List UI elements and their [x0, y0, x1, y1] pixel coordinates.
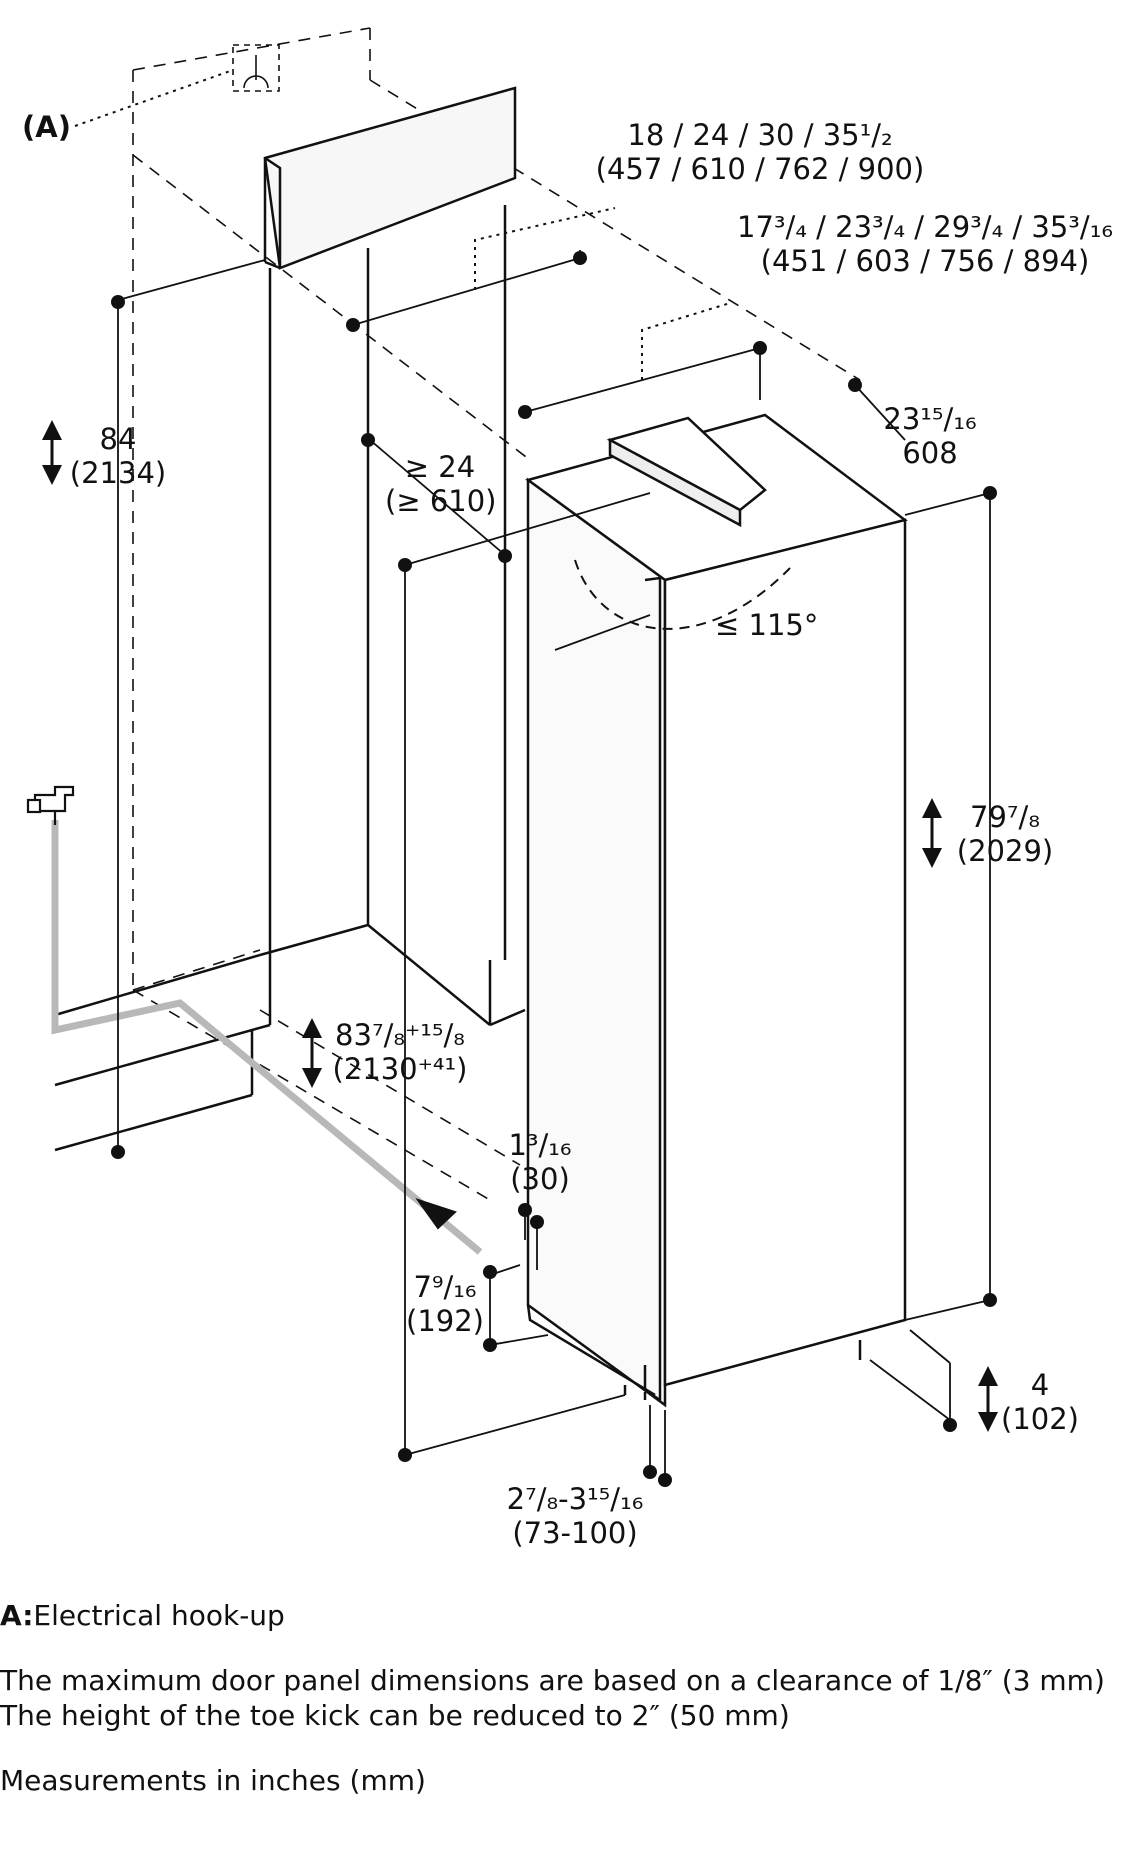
base-offset-inches: 2⁷/₈-3¹⁵/₁₆	[506, 1482, 644, 1516]
niche-height-label: 83⁷/₈⁺¹⁵/₈ (2130⁺⁴¹)	[325, 1018, 475, 1086]
refrigerator-unit	[525, 413, 908, 1408]
overall-height-mm: (2134)	[69, 456, 167, 490]
unit-height-mm: (2029)	[956, 834, 1054, 868]
toe-kick-label: 7⁹/₁₆ (192)	[400, 1270, 490, 1338]
overall-height-inches: 84	[99, 422, 137, 456]
installation-diagram	[26, 27, 998, 1487]
panel-width-mm: (457 / 610 / 762 / 900)	[595, 152, 925, 186]
base-offset-mm: (73-100)	[512, 1516, 638, 1550]
dimension-dots	[111, 251, 997, 1487]
side-gap-label: 1³/₁₆ (30)	[505, 1128, 575, 1196]
toe-kick-inches: 7⁹/₁₆	[413, 1270, 477, 1304]
overall-height-label: 84 (2134)	[68, 422, 168, 490]
unit-depth-inches: 23¹⁵/₁₆	[883, 402, 977, 436]
note-door-panel: The maximum door panel dimensions are ba…	[0, 1664, 1105, 1697]
unit-width-label: 17³/₄ / 23³/₄ / 29³/₄ / 35³/₁₆ (451 / 60…	[735, 210, 1115, 278]
unit-height-label: 79⁷/₈ (2029)	[950, 800, 1060, 868]
flow-arrow-icon	[415, 1198, 457, 1230]
up-down-arrow-icon	[42, 420, 998, 1432]
unit-width-mm: (451 / 603 / 756 / 894)	[760, 244, 1090, 278]
notes-section: A:Electrical hook-up The maximum door pa…	[0, 1598, 1127, 1798]
legend-line: A:Electrical hook-up	[0, 1598, 1127, 1633]
electrical-outlet-icon	[232, 44, 280, 92]
foot-height-label: 4 (102)	[1000, 1368, 1080, 1436]
panel-width-label: 18 / 24 / 30 / 35¹/₂ (457 / 610 / 762 / …	[590, 118, 930, 186]
note-units: Measurements in inches (mm)	[0, 1764, 426, 1797]
top-panel	[263, 86, 517, 270]
niche-depth-inches: ≥ 24	[404, 450, 476, 484]
panel-width-inches: 18 / 24 / 30 / 35¹/₂	[627, 118, 893, 152]
legend-text: Electrical hook-up	[33, 1599, 285, 1632]
note-toe-kick: The height of the toe kick can be reduce…	[0, 1699, 790, 1732]
water-tap-icon	[26, 785, 75, 825]
side-gap-inches: 1³/₁₆	[508, 1128, 572, 1162]
dimension-lines	[117, 250, 991, 1480]
niche-height-inches: 83⁷/₈⁺¹⁵/₈	[335, 1018, 465, 1052]
unit-width-inches: 17³/₄ / 23³/₄ / 29³/₄ / 35³/₁₆	[737, 210, 1113, 244]
base-offset-label: 2⁷/₈-3¹⁵/₁₆ (73-100)	[495, 1482, 655, 1550]
unit-depth-mm: 608	[902, 436, 958, 470]
callout-a-leader	[74, 69, 234, 127]
toe-kick-mm: (192)	[406, 1304, 484, 1338]
legend-key: A:	[0, 1599, 34, 1632]
callout-a-label: (A)	[22, 110, 71, 144]
door-angle-label: ≤ 115°	[715, 608, 819, 642]
unit-height-inches: 79⁷/₈	[970, 800, 1040, 834]
niche-depth-label: ≥ 24 (≥ 610)	[385, 450, 497, 518]
unit-depth-label: 23¹⁵/₁₆ 608	[875, 402, 985, 470]
right-wall	[367, 205, 526, 1027]
foot-height-mm: (102)	[1001, 1402, 1079, 1436]
dotted-leaders	[474, 207, 731, 380]
niche-depth-mm: (≥ 610)	[385, 484, 497, 518]
foot-height-inches: 4	[1030, 1368, 1050, 1402]
left-wall	[54, 248, 370, 1152]
niche-height-mm: (2130⁺⁴¹)	[332, 1052, 468, 1086]
side-gap-mm: (30)	[510, 1162, 570, 1196]
